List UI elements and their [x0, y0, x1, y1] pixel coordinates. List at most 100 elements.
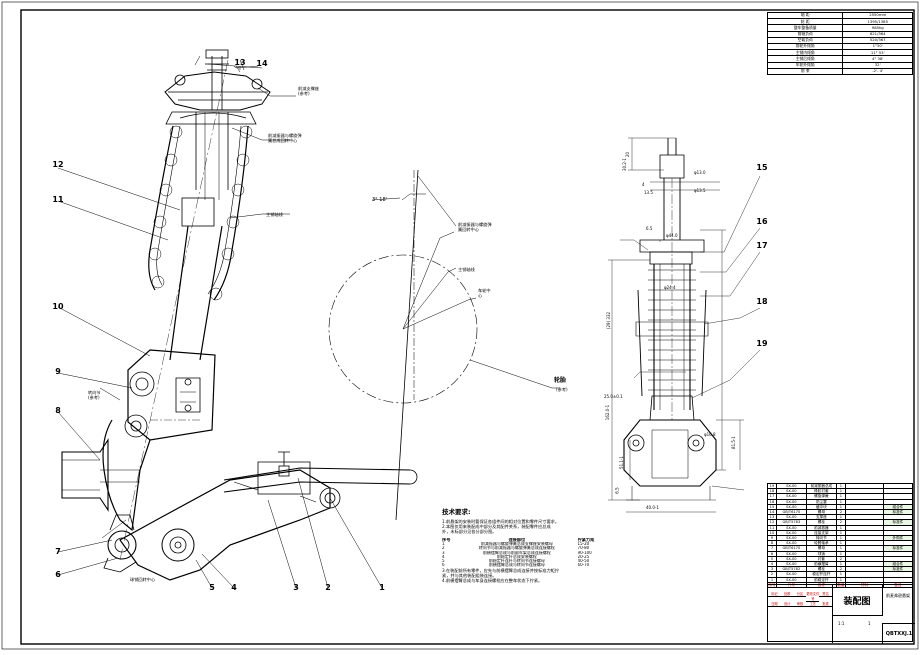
dim-label: 162.0-1	[605, 404, 611, 421]
parts-cell: 组合件	[882, 561, 914, 568]
balloon-leaders	[57, 63, 383, 589]
balloon-7: 7	[55, 547, 61, 556]
title-block-label: 工艺	[806, 601, 820, 607]
balloon-6: 6	[55, 570, 61, 579]
parts-cell: 组合件	[882, 503, 914, 511]
balloon-3: 3	[293, 583, 299, 592]
parts-cell: 轮毂轴承	[805, 540, 837, 547]
parts-cell: 前稳定杆	[805, 576, 837, 583]
note-knuckle-ref: 转向节 (参考)	[88, 390, 101, 400]
balloon-9: 9	[55, 367, 61, 376]
left-assembly-view	[61, 49, 418, 581]
parts-cell: 标准件	[882, 508, 914, 516]
parts-cell: 球销	[805, 550, 837, 557]
parts-cell: 螺母	[805, 508, 837, 516]
dim-label: φ16.8	[704, 432, 716, 437]
dim-label: 20	[625, 151, 631, 158]
dim-label: φ44.0	[666, 233, 678, 238]
balloon-4: 4	[231, 583, 237, 592]
tech-requirements: 技术要求: 1.前悬架的安装时要保证各组件间的相对位置和零件尺寸要求。 2.本图…	[442, 506, 622, 583]
tech-req-footer-3: 4.前横摆臂总成与车身连接螺栓应在整车状态下拧紧。	[442, 578, 543, 584]
title-block: 标记处数分区更改文件号签名日期设计审核工艺批准 装配图 前麦弗逊悬架 1:1 1…	[767, 584, 915, 644]
torque-cell: 前稳定杆连杆与转向节连接螺母	[488, 559, 545, 564]
spec-cell: 前 束	[766, 67, 844, 75]
inner-border	[20, 9, 915, 645]
note-tire: 轮胎	[554, 377, 567, 384]
torque-cell: 60-70	[577, 563, 590, 568]
balloon-5: 5	[209, 583, 215, 592]
dim-label: 13.5	[644, 190, 653, 195]
torque-cell: 前横摆臂总成与前副车架总成连接螺栓	[482, 550, 551, 555]
parts-cell: 标准件	[882, 545, 914, 552]
tech-req-line-2: 2.本图仅用来装配成中部分及其配件关系，装配零件应总成	[442, 524, 551, 529]
tech-req-footer-1: 3.在装配前所有零件，应先与前横摆臂总成连接并按标准力矩拧	[442, 568, 560, 574]
balloon-2: 2	[325, 583, 331, 592]
torque-cell: 70-80	[577, 546, 590, 551]
title-block-label: 标记	[768, 591, 781, 597]
dim-label: 6.5	[646, 226, 653, 231]
torque-cell: 前稳定杆总成安装螺栓	[496, 554, 537, 559]
balloon-13: 13	[234, 58, 246, 67]
dim-label: φ24.4	[664, 285, 676, 290]
note-wheel-center: 车轮中 心	[478, 288, 491, 298]
torque-cell: 40-50	[577, 559, 590, 564]
balloon-10: 10	[52, 302, 64, 311]
dim-label: 6.5	[614, 487, 620, 494]
note-strut-axis: 主销轴线	[266, 212, 283, 217]
note-upper-bearing-ref: 前减支撑座 (参考)	[298, 86, 319, 96]
torque-header-cell: 序号	[442, 538, 451, 542]
balloon-17: 17	[756, 241, 768, 250]
parts-cell: 标准件	[882, 566, 914, 573]
parts-cell: 螺旋弹簧	[805, 493, 837, 500]
torque-cell: 3	[442, 550, 445, 555]
spec-row: 前 束-2'- 4'	[766, 67, 913, 75]
torque-cell: 20-25	[577, 554, 590, 559]
parts-cell: 外购件	[882, 535, 914, 542]
balloon-8: 8	[55, 406, 61, 415]
note-rotation-center: 前减振器与螺旋弹 簧回转中心	[458, 222, 492, 232]
parts-cell: 稳定杆连杆	[805, 571, 837, 578]
dim-label: (29) 332	[606, 311, 612, 330]
torque-cell: 2	[442, 546, 445, 551]
title-block-label: 批准	[819, 601, 832, 607]
torque-cell: 1	[442, 542, 445, 547]
torque-cell: 5	[442, 559, 445, 564]
balloon-15: 15	[756, 163, 768, 172]
parts-cell: 衬套	[805, 555, 837, 563]
tech-requirements-title: 技术要求:	[442, 508, 471, 516]
note-kingpin-axis: 主销轴线	[458, 267, 475, 272]
parts-cell: 前减振器总成	[805, 482, 837, 490]
balloon-1: 1	[379, 583, 385, 592]
tech-req-line-3: 外，未标部分见各分部分图。	[442, 529, 497, 534]
spec-cell: -2'- 4'	[842, 67, 913, 75]
part-name: 前麦弗逊悬架	[886, 593, 910, 598]
wheel-alignment-view	[328, 169, 560, 521]
scale: 1:1	[838, 621, 845, 626]
balloon-11: 11	[52, 195, 64, 204]
title-block-label: 审核	[793, 601, 807, 607]
torque-cell: 4	[442, 554, 445, 559]
torque-header-cell: 连接部位	[508, 538, 526, 542]
torque-cell: 15-20	[577, 542, 590, 547]
dim-label: 40.0-1	[646, 505, 659, 510]
drawing-number: QBTXXJ.1	[882, 623, 915, 644]
dim-label: 81.5-1	[730, 436, 736, 449]
balloon-14: 14	[256, 59, 268, 68]
torque-row: 4 前稳定杆总成安装螺栓 20-25	[442, 555, 618, 559]
title-block-label: 日期	[768, 601, 781, 607]
